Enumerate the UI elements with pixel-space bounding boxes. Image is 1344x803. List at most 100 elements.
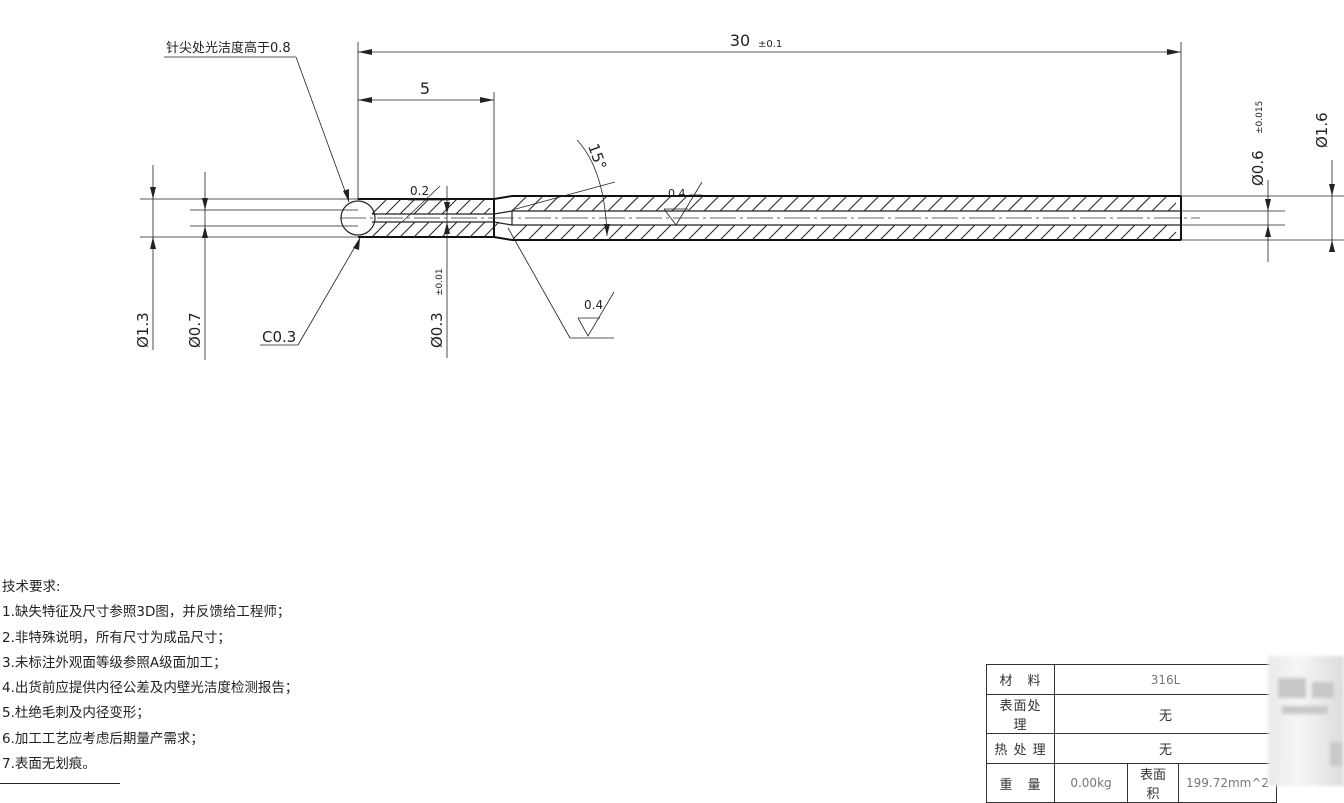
hatch-line	[735, 195, 752, 212]
area-label: 表面积	[1127, 763, 1179, 803]
hatch-line	[623, 195, 640, 212]
surface-label: 表面处理	[986, 694, 1055, 734]
section-hatching-top	[511, 195, 1177, 212]
hatch-line	[831, 224, 848, 241]
hatch-line	[975, 224, 992, 241]
hatch-line	[847, 224, 864, 241]
tip-finish-text: 针尖处光洁度高于0.8	[166, 40, 291, 56]
dimension-tip-length: 5	[358, 79, 494, 103]
surface-row: 表面处理 无	[986, 694, 1277, 734]
hatch-line	[895, 195, 912, 212]
hatch-line	[385, 198, 402, 215]
hatch-line	[1087, 195, 1104, 212]
hatch-line	[815, 224, 832, 241]
material-label: 材 料	[986, 664, 1055, 695]
hatch-line	[1135, 224, 1152, 241]
chamfer-text: C0.3	[262, 328, 296, 346]
heat-label: 热 处 理	[986, 733, 1055, 764]
hatch-line	[469, 198, 486, 215]
hatch-line	[623, 224, 640, 241]
hatch-line	[399, 198, 416, 215]
note-item: 1.缺失特征及尺寸参照3D图，并反馈给工程师；	[2, 604, 291, 621]
hatch-line	[591, 195, 608, 212]
hatch-line	[783, 195, 800, 212]
dim-0-6-tolerance: ±0.015	[1255, 101, 1265, 134]
hatch-line	[1023, 224, 1040, 241]
hatch-line	[1007, 224, 1024, 241]
hatch-line	[607, 224, 624, 241]
hatch-line	[639, 195, 656, 212]
hatch-line	[483, 221, 500, 238]
hatch-line	[371, 221, 388, 238]
hatch-line	[895, 224, 912, 241]
dimension-overall-length: 30 ±0.1	[358, 31, 1181, 55]
hatch-line	[767, 224, 784, 241]
hatch-line	[879, 195, 896, 212]
hatch-line	[687, 195, 704, 212]
hatch-line	[1039, 195, 1056, 212]
hatch-line	[671, 195, 688, 212]
hatch-line	[1055, 195, 1072, 212]
dimension-dia-0-3: Ø0.3 ±0.01	[428, 186, 450, 358]
tube-body	[340, 195, 1200, 241]
note-item: 7.表面无划痕。	[2, 756, 96, 773]
hatch-line	[991, 195, 1008, 212]
hatch-line	[1151, 195, 1168, 212]
notes-divider	[0, 783, 120, 784]
hatch-line	[687, 224, 704, 241]
hatch-line	[1103, 195, 1120, 212]
hatch-line	[655, 195, 672, 212]
hatch-line	[413, 221, 430, 238]
dimension-dia-1-3: Ø1.3	[134, 165, 156, 350]
area-value: 199.72mm^2	[1178, 763, 1277, 803]
chamfer-callout: C0.3	[260, 237, 361, 346]
dim-0-3-text: Ø0.3	[428, 312, 446, 348]
hatch-line	[559, 195, 576, 212]
hatch-line	[483, 207, 491, 215]
hatch-line	[799, 195, 816, 212]
hatch-line	[527, 224, 544, 241]
weight-value: 0.00kg	[1054, 763, 1128, 803]
dimension-angle: 15°	[511, 139, 616, 237]
hatch-line	[441, 221, 458, 238]
hatch-line	[751, 195, 768, 212]
title-block: 材 料 316L 表面处理 无 热 处 理 无 重 量 0.00kg 表面积 1…	[986, 664, 1277, 803]
dim-0-6-text: Ø0.6	[1249, 150, 1267, 186]
angle-text: 15°	[584, 141, 610, 172]
hatch-line	[1071, 195, 1088, 212]
hatch-line	[543, 224, 560, 241]
roughness-bore: 0.4	[663, 181, 703, 226]
extension-lines	[140, 42, 1344, 241]
hatch-line	[1151, 224, 1168, 241]
hatch-line	[399, 221, 416, 238]
hatch-line	[511, 224, 528, 241]
hatch-line	[511, 195, 528, 212]
hatch-line	[815, 195, 832, 212]
roughness-bore-text: 0.4	[668, 187, 686, 200]
dim-0-3-tolerance: ±0.01	[435, 268, 445, 296]
material-value: 316L	[1054, 664, 1277, 695]
hatch-line	[783, 224, 800, 241]
hatch-line	[455, 221, 472, 238]
hatch-line	[413, 198, 430, 215]
hatch-line	[575, 195, 592, 212]
hatch-line	[719, 224, 736, 241]
hatch-line	[927, 224, 944, 241]
hatch-line	[575, 224, 592, 241]
hatch-line	[991, 224, 1008, 241]
hatch-line	[1103, 224, 1120, 241]
hatch-line	[655, 224, 672, 241]
dim-5-text: 5	[420, 79, 430, 98]
dimension-inner-step: 0.2	[401, 184, 450, 223]
note-item: 3.未标注外观面等级参照A级面加工；	[2, 654, 227, 671]
note-item: 6.加工工艺应考虑后期量产需求；	[2, 730, 204, 747]
hatch-line	[703, 224, 720, 241]
dim-1-3-text: Ø1.3	[134, 312, 152, 348]
hatch-line	[1135, 195, 1152, 212]
hatch-line	[1039, 224, 1056, 241]
technical-requirements: 技术要求: 1.缺失特征及尺寸参照3D图，并反馈给工程师； 2.非特殊说明，所有…	[2, 575, 332, 777]
hatch-line	[975, 195, 992, 212]
hatch-line	[427, 198, 444, 215]
hatch-line	[671, 224, 688, 241]
hatch-line	[959, 195, 976, 212]
